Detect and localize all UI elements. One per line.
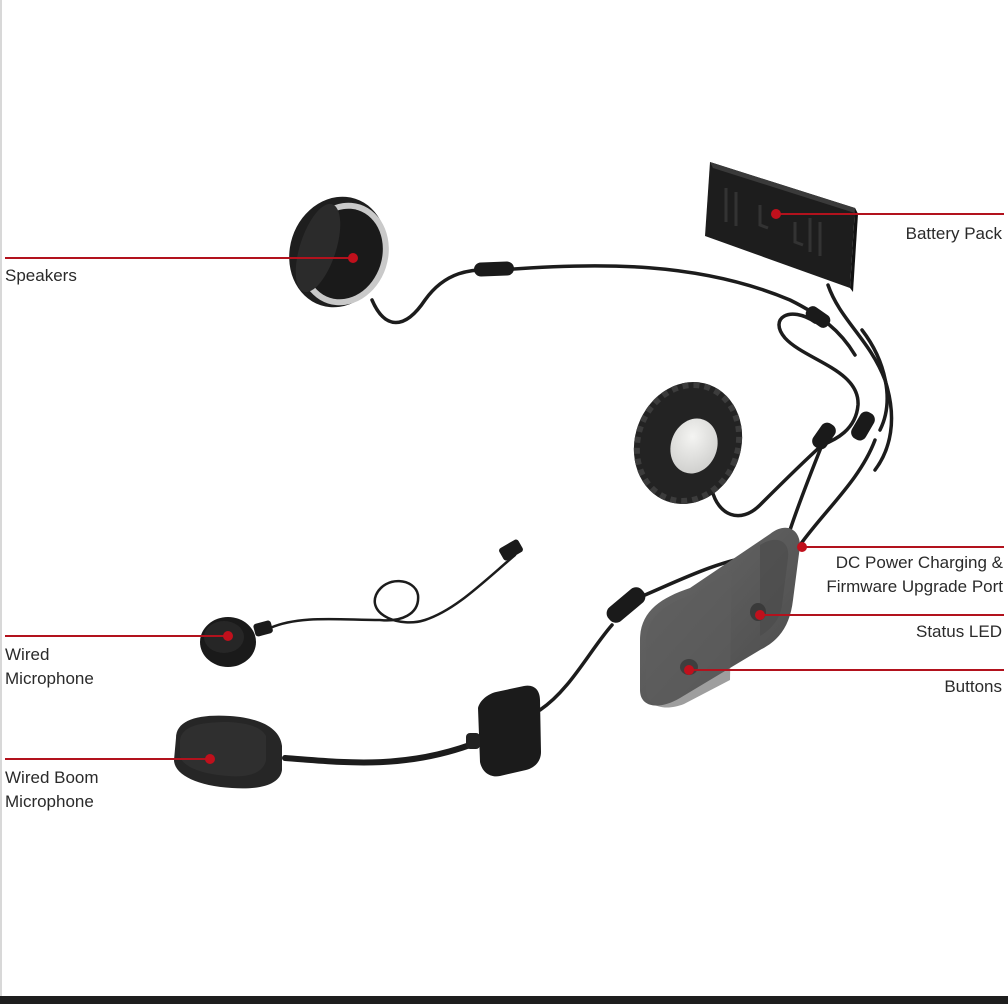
wired-microphone xyxy=(200,617,273,667)
battery-pack xyxy=(705,162,858,292)
label-wired-boom-microphone: Wired Boom Microphone xyxy=(5,766,99,814)
label-dc-power-line1: DC Power Charging & xyxy=(835,553,1003,572)
wired-mic-dot xyxy=(223,631,233,641)
label-wired-microphone: Wired Microphone xyxy=(5,643,94,691)
label-wired-mic-line2: Microphone xyxy=(5,669,94,688)
bottom-bar xyxy=(0,996,1008,1004)
speakers-dot xyxy=(348,253,358,263)
label-dc-power-line2: Firmware Upgrade Port xyxy=(826,577,1003,596)
cables xyxy=(268,264,894,766)
cable-connectors xyxy=(474,261,875,623)
wired-mic-cable xyxy=(268,553,517,630)
boom-arm xyxy=(282,742,473,766)
harness-loop-cable xyxy=(777,312,860,447)
left-border xyxy=(0,0,2,1004)
dc-port-dot xyxy=(797,542,807,552)
leader-dots xyxy=(205,209,807,764)
status-led-dot xyxy=(755,610,765,620)
label-status-led: Status LED xyxy=(916,622,1002,641)
boom-microphone xyxy=(174,715,282,789)
battery-pack-dot xyxy=(771,209,781,219)
battery-cable xyxy=(826,283,894,472)
label-speakers: Speakers xyxy=(5,266,77,285)
label-buttons: Buttons xyxy=(944,677,1002,696)
right-speaker xyxy=(633,381,743,505)
left-speaker-cable xyxy=(370,264,857,357)
main-bundle-cable-2 xyxy=(798,438,877,547)
label-boom-mic-line1: Wired Boom xyxy=(5,768,99,787)
label-wired-mic-line1: Wired xyxy=(5,645,50,664)
label-boom-mic-line2: Microphone xyxy=(5,792,94,811)
left-speaker xyxy=(289,196,389,308)
leader-lines xyxy=(5,213,1004,760)
main-bundle-cable-3 xyxy=(860,328,889,432)
label-battery-pack: Battery Pack xyxy=(905,224,1002,243)
boom-plug-cable xyxy=(538,623,614,712)
label-dc-power-port: DC Power Charging & Firmware Upgrade Por… xyxy=(826,551,1003,599)
main-unit xyxy=(640,527,800,708)
boom-plug xyxy=(466,685,541,777)
boom-mic-dot xyxy=(205,754,215,764)
right-speaker-cable xyxy=(710,443,824,518)
main-bundle-cable xyxy=(788,443,824,532)
buttons-dot xyxy=(684,665,694,675)
